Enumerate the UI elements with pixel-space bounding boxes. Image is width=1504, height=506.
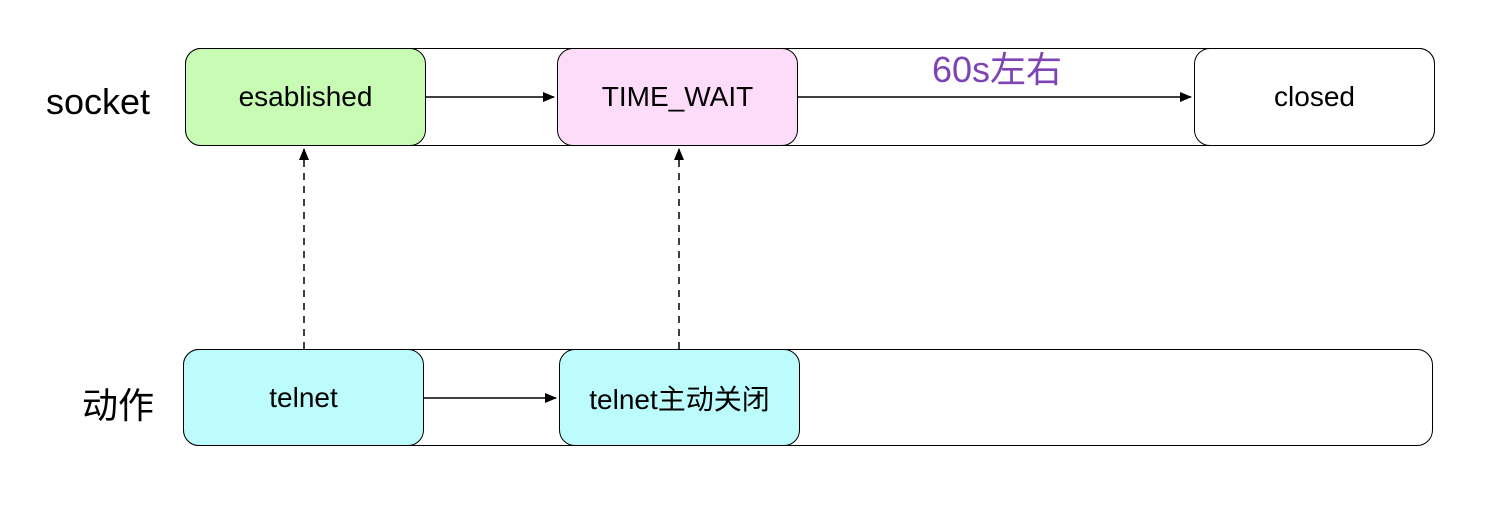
timeout-edge-label: 60s左右 (932, 49, 1063, 90)
state-time-wait-node: TIME_WAIT (557, 48, 798, 146)
state-established-node: esablished (185, 48, 426, 146)
state-closed-node: closed (1194, 48, 1435, 146)
action-telnet-node: telnet (183, 349, 424, 446)
socket-lane-label: socket (46, 81, 151, 122)
action-telnet-close-node: telnet主动关闭 (559, 349, 800, 446)
action-lane-label: 动作 (82, 385, 155, 426)
